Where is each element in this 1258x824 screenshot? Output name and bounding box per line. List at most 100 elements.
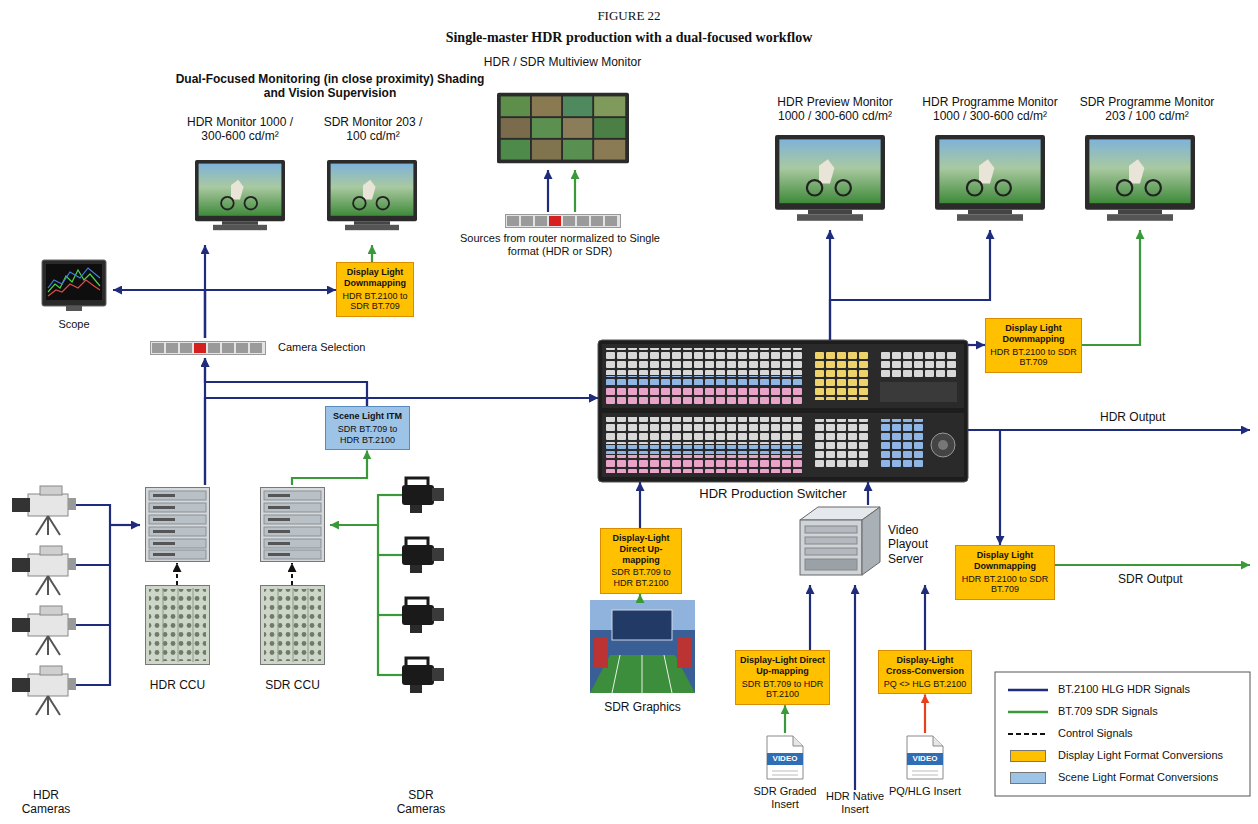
legend-line-sample xyxy=(1008,733,1048,735)
signal-connector xyxy=(784,705,786,733)
node-label: Scope xyxy=(35,318,113,331)
legend-text: BT.709 SDR Signals xyxy=(1058,705,1158,718)
conversion-box: Display-Light Direct Up-mappingSDR BT.70… xyxy=(600,528,682,594)
ccu-panel-image xyxy=(261,586,325,665)
monitor-image xyxy=(935,135,1045,221)
camera-group: HDR Cameras xyxy=(5,480,110,822)
control-signal-line xyxy=(176,563,178,585)
node-label: HDR CCU xyxy=(135,678,220,692)
node-label: SDR Cameras xyxy=(390,788,452,817)
monitor-image xyxy=(195,160,285,230)
output-label: SDR Output xyxy=(1118,572,1228,586)
ccu-rack-image xyxy=(146,488,210,562)
signal-connector xyxy=(854,585,856,790)
box-title: Display Light Downmapping xyxy=(990,323,1077,345)
output-label: HDR Output xyxy=(1100,410,1210,424)
box-body: SDR BT.709 to HDR BT.2100 xyxy=(330,424,405,446)
handheld-camera-image xyxy=(402,538,444,573)
camera-bus-lines xyxy=(76,504,110,686)
multiview-image xyxy=(497,93,629,164)
graphics-source: SDR Graphics xyxy=(585,598,700,720)
insert-source: HDR Native Insert xyxy=(822,790,888,820)
monitor: HDR Monitor 1000 / 300-600 cd/m² xyxy=(180,115,300,245)
camera-group: SDR Cameras xyxy=(378,468,460,822)
node-label: HDR Preview Monitor 1000 / 300-600 cd/m² xyxy=(765,95,905,124)
signal-connector xyxy=(809,585,811,650)
video-file: VIDEOSDR Graded Insert xyxy=(745,733,825,821)
production-switcher: HDR Production Switcher xyxy=(598,340,968,482)
node-label: VIDEO xyxy=(765,753,805,765)
node-label: HDR Monitor 1000 / 300-600 cd/m² xyxy=(180,115,300,144)
scope-image xyxy=(42,260,106,311)
conversion-box: Scene Light ITM SDR BT.709 to HDR BT.2100 xyxy=(325,406,410,450)
router-selector: Camera Selection xyxy=(148,338,378,358)
node-label: Sources from router normalized to Single… xyxy=(455,232,665,258)
ccu-panel-image xyxy=(146,586,210,665)
ccu: SDR CCU xyxy=(255,485,330,695)
box-title: Display Light Downmapping xyxy=(341,267,409,289)
monitor: HDR Preview Monitor 1000 / 300-600 cd/m² xyxy=(765,95,905,230)
ccu: HDR CCU xyxy=(140,485,215,695)
ccu-rack-image xyxy=(261,488,325,562)
figure-number: FIGURE 22 xyxy=(0,8,1258,24)
conversion-box: Display-Light Direct Up-mappingSDR BT.70… xyxy=(735,650,830,705)
signal-connector xyxy=(924,585,926,650)
box-body: SDR BT.709 to HDR BT.2100 xyxy=(740,679,825,701)
box-body: HDR BT.2100 to SDR BT.709 xyxy=(341,291,409,313)
group-heading: Dual-Focused Monitoring (in close proxim… xyxy=(165,72,495,101)
node-label: SDR Programme Monitor 203 / 100 cd/m² xyxy=(1072,95,1222,124)
signal-connector xyxy=(113,290,205,338)
monitor-image xyxy=(1085,135,1195,221)
signal-connector xyxy=(330,524,378,526)
graphics-image xyxy=(590,600,695,693)
legend-line-sample xyxy=(1008,711,1048,714)
legend-item: Display Light Format Conversions xyxy=(1008,749,1248,763)
signal-connector xyxy=(968,344,985,346)
signal-connector xyxy=(574,170,576,212)
legend-item: Scene Light Format Conversions xyxy=(1008,771,1248,785)
router-selector: Sources from router normalized to Single… xyxy=(455,212,665,264)
handheld-camera-image xyxy=(402,658,444,693)
signal-connector xyxy=(867,482,869,505)
studio-camera-image xyxy=(12,486,76,535)
legend-item: BT.709 SDR Signals xyxy=(1008,705,1248,719)
illustrations xyxy=(12,93,1250,796)
video-file: VIDEOPQ/HLG Insert xyxy=(885,733,965,821)
legend-swatch xyxy=(1010,772,1046,784)
legend-text: Display Light Format Conversions xyxy=(1058,749,1223,762)
box-body: HDR BT.2100 to SDR BT.709 xyxy=(990,347,1077,369)
box-title: Display-Light Cross-Conversion xyxy=(883,655,967,677)
box-title: Display Light Downmapping xyxy=(960,550,1050,572)
node-label: Video Playout Server xyxy=(888,523,948,566)
box-title: Display-Light Direct Up-mapping xyxy=(605,533,677,565)
monitor-image xyxy=(327,160,417,230)
legend-text: Control Signals xyxy=(1058,727,1133,740)
box-body: HDR BT.2100 to SDR BT.709 xyxy=(960,574,1050,596)
camera-bus-lines xyxy=(378,494,402,676)
monitor: HDR Programme Monitor 1000 / 300-600 cd/… xyxy=(915,95,1065,230)
box-title: Scene Light ITM xyxy=(330,411,405,422)
node-label: SDR CCU xyxy=(250,678,335,692)
node-label: SDR Graphics xyxy=(585,700,700,714)
signal-connector xyxy=(367,398,598,406)
control-signal-line xyxy=(291,563,293,585)
studio-camera-image xyxy=(12,606,76,655)
signal-connector xyxy=(1082,230,1140,345)
node-label: PQ/HLG Insert xyxy=(885,785,965,798)
monitor: SDR Monitor 203 / 100 cd/m² xyxy=(318,115,428,245)
handheld-camera-image xyxy=(402,478,444,513)
box-body: SDR BT.709 to HDR BT.2100 xyxy=(605,567,677,589)
playout-server: Video Playout Server xyxy=(795,505,950,585)
scope: Scope xyxy=(35,258,113,336)
figure-caption: Single-master HDR production with a dual… xyxy=(0,30,1258,47)
node-label: HDR Cameras xyxy=(15,788,77,817)
handheld-camera-image xyxy=(402,598,444,633)
signal-connector xyxy=(110,524,140,526)
output-line xyxy=(968,429,1250,431)
legend-item: BT.2100 HLG HDR Signals xyxy=(1008,683,1248,697)
legend-item: Control Signals xyxy=(1008,727,1248,741)
router-image xyxy=(506,215,621,228)
node-label: HDR Production Switcher xyxy=(683,486,863,502)
